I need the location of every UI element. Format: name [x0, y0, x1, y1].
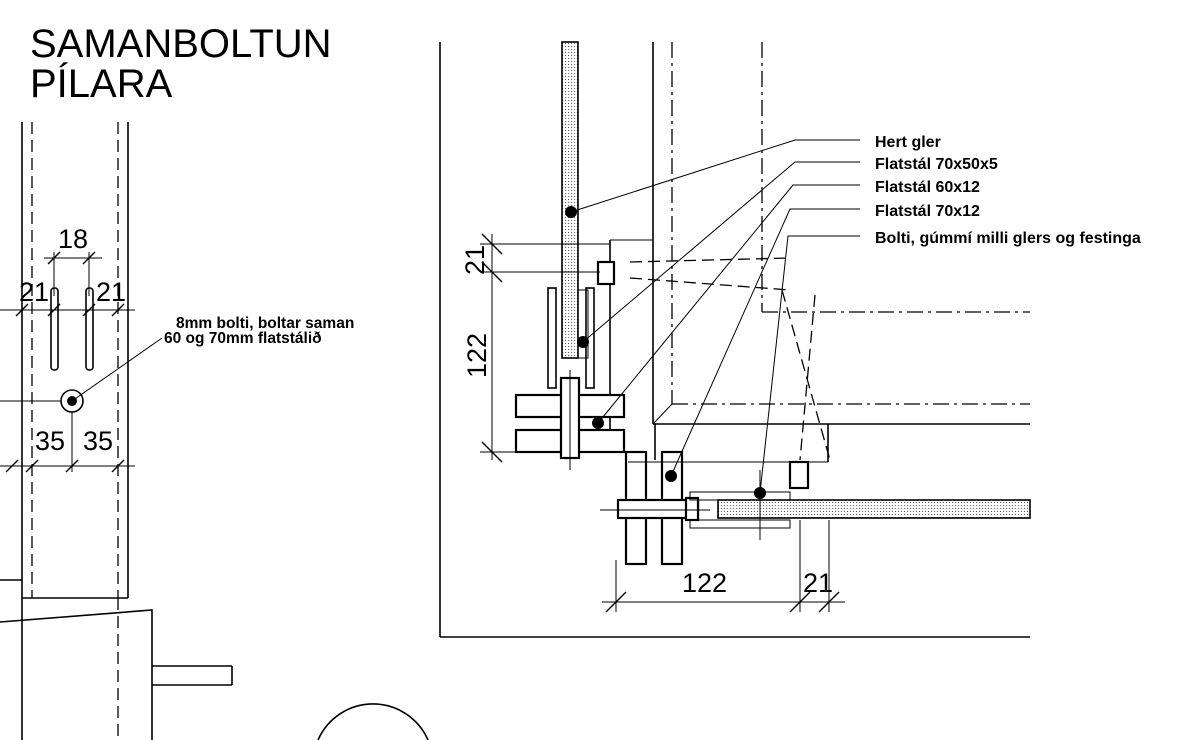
dim-vertical-122-label: 122	[462, 333, 492, 378]
label-flatstal-60x12: Flatstál 60x12	[875, 179, 980, 196]
dim-21-tick-4	[111, 303, 125, 317]
dim-35-right-label: 35	[83, 426, 113, 456]
slot-right	[85, 287, 94, 371]
dim-35-tick-1	[5, 459, 19, 473]
bolt-note-line-1: 8mm bolti, boltar saman	[176, 315, 354, 332]
dim-35-tick-4	[111, 459, 125, 473]
dim-horizontal-122-label: 122	[682, 568, 727, 598]
drawing-title: SAMANBOLTUN PÍLARA	[30, 22, 332, 106]
dim-35-tick-2	[25, 459, 39, 473]
lower-frame	[0, 609, 153, 740]
left-post-detail: 18 21 21 35 35 8mm bolti, boltar saman 6…	[0, 122, 429, 740]
horizontal-flat-steel-bottom	[689, 519, 791, 529]
vertical-glass	[561, 41, 579, 359]
bolt-projection-1	[781, 289, 831, 461]
title-line-2: PÍLARA	[30, 61, 173, 106]
dim-21-left-label: 21	[19, 277, 49, 307]
leader-flat-70x12	[670, 208, 860, 477]
leader-bolt	[759, 235, 860, 494]
leader-glass	[570, 139, 860, 213]
dim-35-left-label: 35	[35, 426, 65, 456]
title-line-1: SAMANBOLTUN	[30, 22, 332, 66]
dim-h-tick-2	[789, 591, 811, 613]
bolt-nut-bottom	[684, 496, 700, 522]
vertical-flat-steel	[577, 289, 589, 359]
bolt-leader	[71, 337, 163, 402]
label-flatstal-70x12: Flatstál 70x12	[875, 203, 980, 220]
dim-v-tick-2	[481, 261, 503, 283]
corner-diagonal	[652, 403, 673, 425]
dim-21-tick-2	[47, 303, 61, 317]
label-flatstal-70x50x5: Flatstál 70x50x5	[875, 156, 998, 173]
bolt-head-right	[788, 460, 810, 490]
bolt-projection-2	[799, 294, 816, 461]
dim-21-tick-1	[15, 303, 29, 317]
dim-h-tick-3	[818, 591, 840, 613]
bolt-projection-top	[629, 257, 791, 263]
leader-flat-70x50	[582, 161, 860, 343]
label-hert-gler: Hert gler	[875, 134, 941, 151]
dim-v-tick-1	[481, 233, 503, 255]
bolt-projection-mid	[629, 277, 791, 291]
dim-18-tick-right	[82, 251, 96, 265]
right-corner-detail: Hert gler Flatstál 70x50x5 Flatstál 60x1…	[439, 41, 1141, 638]
dim-18-tick-left	[47, 251, 61, 265]
dim-35-tick-3	[65, 459, 79, 473]
dim-h-tick-1	[605, 591, 627, 613]
label-bolti: Bolti, gúmmí milli glers og festinga	[875, 230, 1141, 247]
slot-left	[50, 287, 59, 371]
dim-horizontal-21-label: 21	[803, 568, 833, 598]
dim-vertical-21-label: 21	[460, 245, 490, 275]
dim-21-right-label: 21	[96, 277, 126, 307]
dim-v-tick-3	[481, 441, 503, 463]
section-circle-arc	[317, 703, 429, 740]
horizontal-glass	[717, 499, 1031, 519]
vertical-clamp-left	[547, 287, 557, 389]
dim-18-label: 18	[58, 224, 88, 254]
dim-21-tick-3	[82, 303, 96, 317]
horizontal-flat-steel-top	[689, 491, 791, 501]
bolt-head-top	[596, 260, 616, 286]
leader-flat-60x12	[597, 184, 860, 424]
bolt-note-line-2: 60 og 70mm flatstálið	[164, 330, 322, 347]
